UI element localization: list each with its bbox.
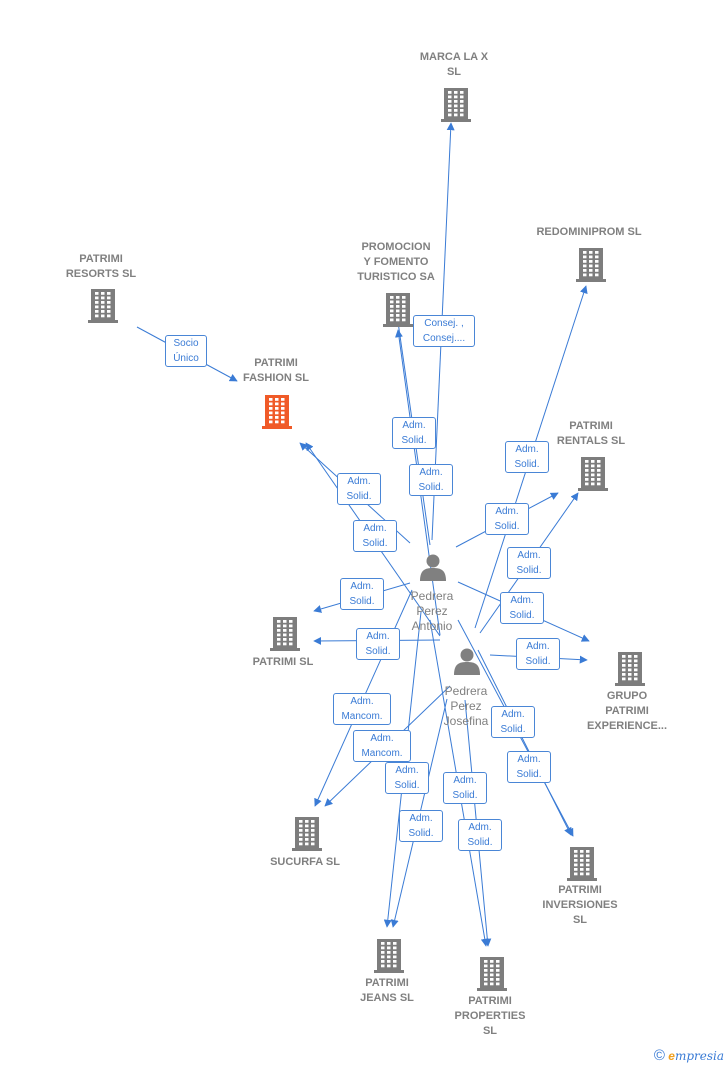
relation-label[interactable]: Adm. Solid. [516,638,560,670]
relation-label[interactable]: Adm. Solid. [385,762,429,794]
brand-name: mpresia [674,1049,724,1063]
relation-label[interactable]: Adm. Solid. [392,417,436,449]
building-icon[interactable] [441,86,471,127]
company-label-rentals[interactable]: PATRIMI RENTALS SL [556,420,626,447]
relation-label[interactable]: Adm. Solid. [507,751,551,783]
building-icon[interactable] [270,615,300,656]
building-icon[interactable] [576,246,606,287]
relation-label[interactable]: Adm. Solid. [356,628,400,660]
company-label-promocion[interactable]: PROMOCION Y FOMENTO TURISTICO SA [357,241,435,283]
relation-label[interactable]: Adm. Mancom. [353,730,411,762]
copyright-icon: © [653,1047,665,1064]
edge-line [477,649,572,836]
company-label-grupo[interactable]: GRUPO PATRIMI EXPERIENCE... [586,690,668,732]
building-icon[interactable] [374,937,404,978]
relation-label[interactable]: Adm. Solid. [399,810,443,842]
person-icon[interactable] [419,553,447,586]
company-label-redominiprom[interactable]: REDOMINIPROM SL [536,226,642,238]
relation-label[interactable]: Adm. Solid. [507,547,551,579]
relation-label[interactable]: Adm. Solid. [340,578,384,610]
relation-label[interactable]: Adm. Solid. [505,441,549,473]
building-icon[interactable] [292,815,322,856]
building-icon[interactable] [578,455,608,496]
company-label-resorts[interactable]: PATRIMI RESORTS SL [65,253,137,280]
person-label-antonio[interactable]: Pedrera Perez Antonio [410,589,454,633]
building-icon[interactable] [88,287,118,328]
relation-label[interactable]: Adm. Solid. [500,592,544,624]
building-icon[interactable] [567,845,597,886]
relation-label[interactable]: Adm. Solid. [458,819,502,851]
person-label-josefina[interactable]: Pedrera Perez Josefina [443,684,489,728]
company-label-inversiones[interactable]: PATRIMI INVERSIONES SL [542,884,618,926]
company-label-sucurfa[interactable]: SUCURFA SL [270,856,340,868]
relation-label[interactable]: Adm. Solid. [443,772,487,804]
building-icon[interactable] [383,291,413,332]
building-icon[interactable] [615,650,645,691]
relation-label[interactable]: Consej. , Consej.... [413,315,475,347]
company-label-patrimi[interactable]: PATRIMI SL [252,656,314,668]
relation-label[interactable]: Socio Único [165,335,207,367]
relation-label[interactable]: Adm. Solid. [353,520,397,552]
relation-label[interactable]: Adm. Solid. [485,503,529,535]
company-label-jeans[interactable]: PATRIMI JEANS SL [360,977,414,1004]
relation-label[interactable]: Adm. Solid. [409,464,453,496]
company-label-marca[interactable]: MARCA LA X SL [419,51,489,78]
company-label-fashion[interactable]: PATRIMI FASHION SL [242,357,309,384]
person-icon[interactable] [453,647,481,680]
relation-label[interactable]: Adm. Mancom. [333,693,391,725]
building-icon[interactable] [262,393,292,434]
relation-label[interactable]: Adm. Solid. [491,706,535,738]
relation-label[interactable]: Adm. Solid. [337,473,381,505]
brand-initial: e [668,1049,675,1063]
building-icon[interactable] [477,955,507,996]
footer-brand: © empresia [654,1047,724,1064]
company-label-properties[interactable]: PATRIMI PROPERTIES SL [454,995,526,1037]
